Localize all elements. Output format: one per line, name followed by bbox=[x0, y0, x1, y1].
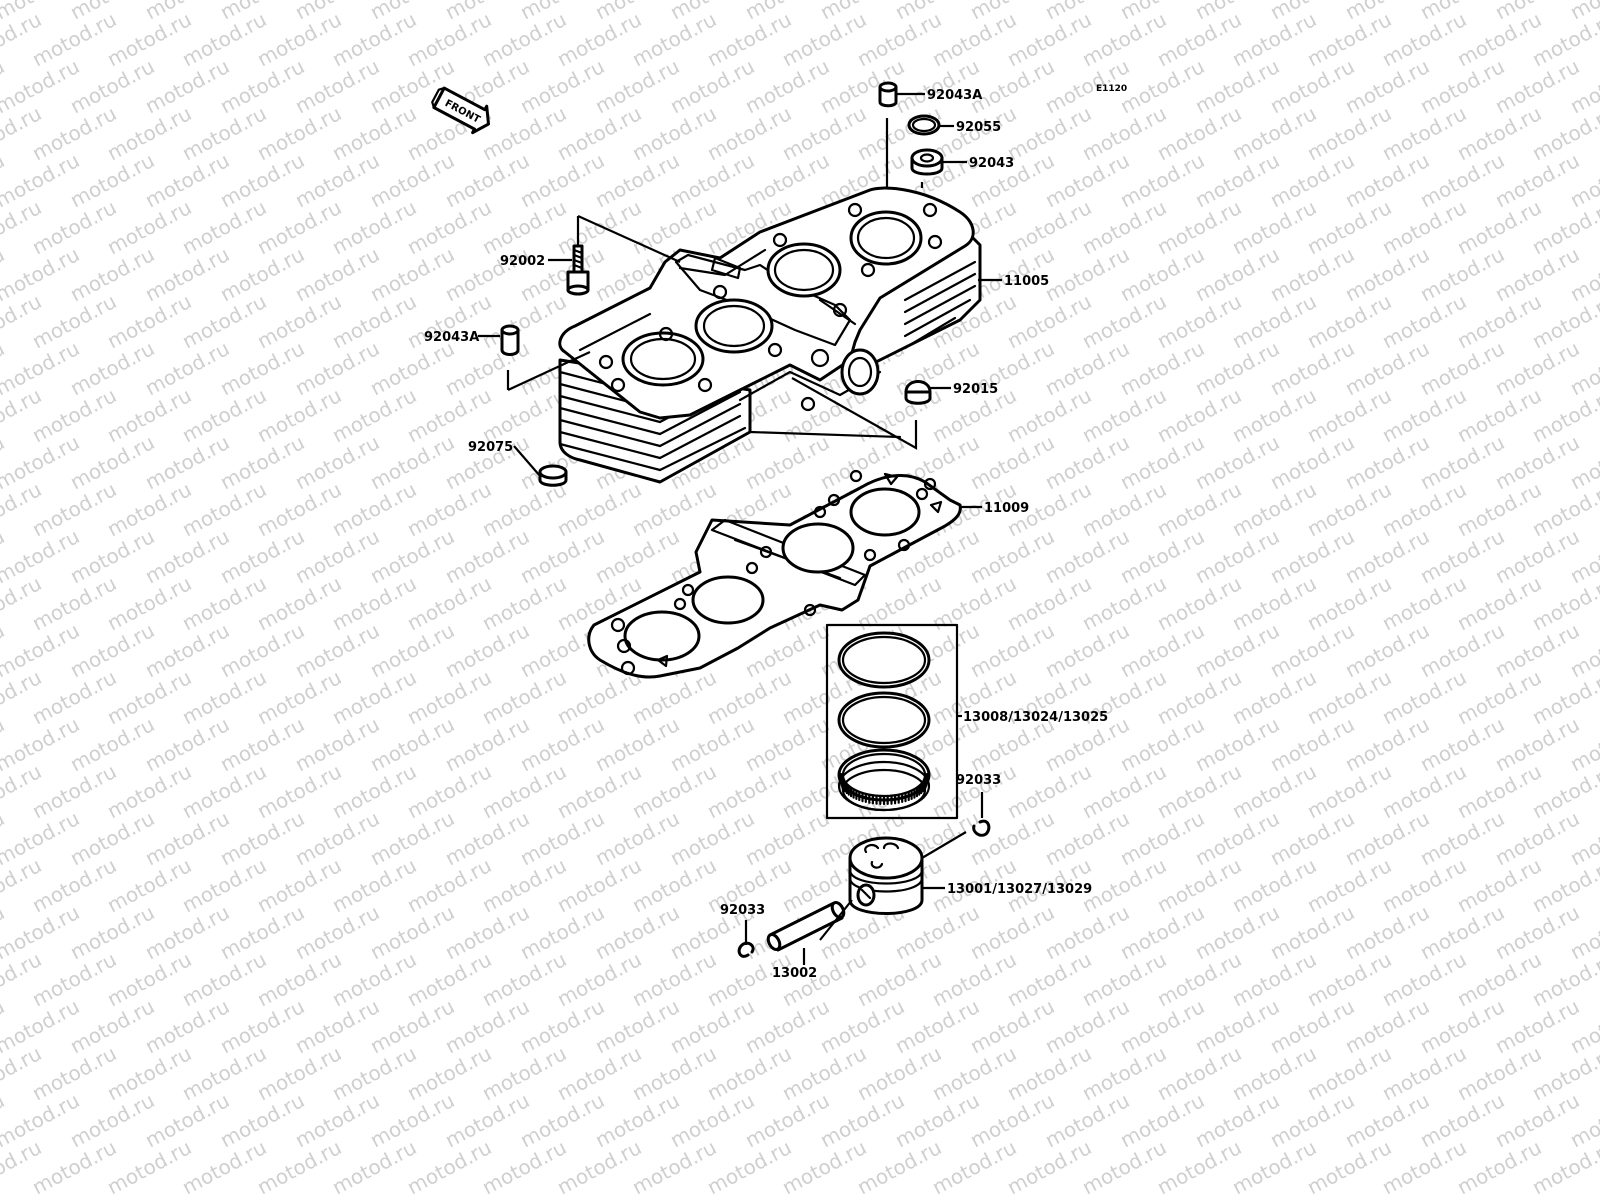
plug-cap bbox=[538, 464, 568, 487]
label-92043a-left: 92043A bbox=[424, 330, 479, 345]
acorn-nut bbox=[904, 380, 932, 405]
label-13002: 13002 bbox=[772, 966, 817, 981]
stud-bolt bbox=[566, 244, 590, 296]
dowel-pin-top bbox=[878, 81, 898, 108]
cylinder-block bbox=[558, 186, 982, 484]
base-gasket bbox=[587, 469, 962, 679]
label-92033-right: 92033 bbox=[956, 773, 1001, 788]
label-92033-left: 92033 bbox=[720, 903, 765, 918]
label-13008-13024-13025: 13008/13024/13025 bbox=[963, 710, 1108, 725]
bracket-line-left bbox=[506, 351, 591, 391]
label-13001-13027-13029: 13001/13027/13029 bbox=[947, 882, 1092, 897]
label-11005: 11005 bbox=[1004, 274, 1049, 289]
bracket-line-right bbox=[791, 377, 918, 450]
leader-lines bbox=[478, 92, 1002, 965]
label-92075: 92075 bbox=[468, 440, 513, 455]
diagram-code: E1120 bbox=[1096, 84, 1127, 94]
piston-ring-set bbox=[825, 623, 959, 820]
collar bbox=[910, 148, 944, 176]
label-92043a-top: 92043A bbox=[927, 88, 982, 103]
label-92055: 92055 bbox=[956, 120, 1001, 135]
piston-pin bbox=[766, 901, 846, 952]
dowel-pin-left bbox=[500, 324, 520, 356]
bracket-line-dowel bbox=[885, 118, 924, 188]
part-labels: 92043A 92055 92043 92002 11005 92043A 92… bbox=[424, 88, 1108, 981]
label-92002: 92002 bbox=[500, 254, 545, 269]
circlip-right bbox=[972, 819, 991, 837]
circlip-left bbox=[737, 941, 755, 958]
label-92015: 92015 bbox=[953, 382, 998, 397]
piston bbox=[848, 836, 924, 915]
label-92043: 92043 bbox=[969, 156, 1014, 171]
label-11009: 11009 bbox=[984, 501, 1029, 516]
